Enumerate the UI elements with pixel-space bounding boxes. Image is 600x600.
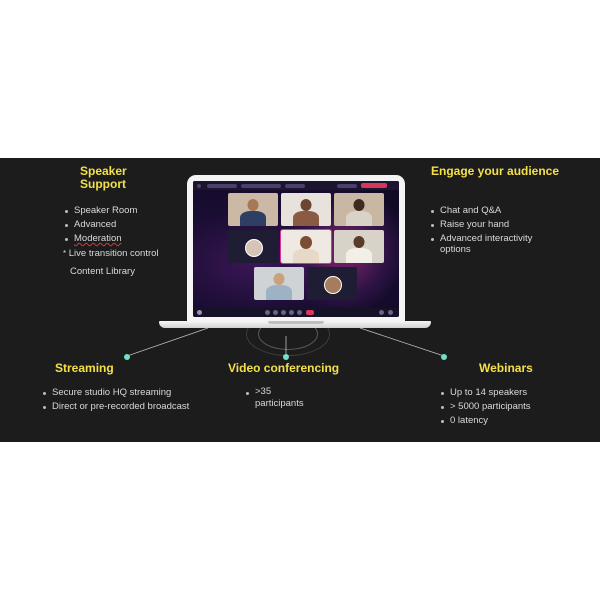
content-library-item: Content Library bbox=[70, 266, 135, 277]
list-item: participants bbox=[255, 398, 304, 409]
engage-audience-heading: Engage your audience bbox=[431, 164, 560, 178]
mic-icon bbox=[265, 310, 270, 315]
speaker-support-list: Speaker Room Advanced Moderation bbox=[64, 204, 137, 246]
top-bar-element bbox=[241, 183, 281, 188]
list-item: 0 latency bbox=[440, 414, 531, 428]
list-item: Moderation bbox=[64, 232, 137, 246]
share-icon bbox=[281, 310, 286, 315]
list-item: options bbox=[440, 244, 471, 255]
list-item-text: Moderation bbox=[74, 233, 122, 244]
engage-list: Chat and Q&A Raise your hand Advanced in… bbox=[430, 204, 532, 257]
list-item: > 5000 participants bbox=[440, 400, 531, 414]
people-icon bbox=[388, 310, 393, 315]
avatar bbox=[324, 275, 342, 294]
top-bar-element bbox=[197, 183, 201, 188]
chat-icon bbox=[379, 310, 384, 315]
webinars-heading: Webinars bbox=[479, 361, 533, 375]
list-item: Up to 14 speakers bbox=[440, 386, 531, 400]
laptop-icon bbox=[187, 175, 405, 321]
settings-icon bbox=[297, 310, 302, 315]
call-controls-bar bbox=[193, 308, 399, 317]
top-bar-element bbox=[207, 183, 237, 188]
list-item: Secure studio HQ streaming bbox=[42, 386, 189, 400]
list-item: Advanced interactivity bbox=[430, 232, 532, 246]
speaker-support-heading: Speaker Support bbox=[80, 164, 127, 191]
leave-icon bbox=[306, 310, 314, 315]
participant-video-tile bbox=[334, 193, 384, 226]
asterisk-bullet: * bbox=[63, 249, 67, 258]
live-transition-item: * Live transition control bbox=[63, 247, 159, 261]
leave-button bbox=[361, 183, 387, 188]
call-top-bar bbox=[193, 181, 399, 190]
list-item: Speaker Room bbox=[64, 204, 137, 218]
list-item-text: Live transition control bbox=[68, 248, 159, 259]
teal-dot-icon bbox=[441, 354, 447, 360]
laptop-notch bbox=[268, 321, 324, 324]
top-bar-element bbox=[337, 183, 357, 188]
list-item: Advanced bbox=[64, 218, 137, 232]
participant-avatar-tile bbox=[228, 230, 278, 263]
teal-dot-icon bbox=[124, 354, 130, 360]
list-item: Chat and Q&A bbox=[430, 204, 532, 218]
video-conferencing-list: >35 participants bbox=[245, 386, 304, 410]
list-item: Direct or pre-recorded broadcast bbox=[42, 400, 189, 414]
list-item: >35 bbox=[245, 386, 304, 398]
top-bar-element bbox=[285, 183, 305, 188]
participant-avatar-tile bbox=[307, 267, 357, 300]
active-speaker-tile bbox=[281, 230, 331, 263]
participant-video-tile bbox=[254, 267, 304, 300]
participant-video-tile bbox=[334, 230, 384, 263]
reaction-icon bbox=[289, 310, 294, 315]
camera-icon bbox=[273, 310, 278, 315]
connector-webinars bbox=[359, 327, 445, 357]
video-conferencing-heading: Video conferencing bbox=[228, 361, 340, 375]
streaming-list: Secure studio HQ streaming Direct or pre… bbox=[42, 386, 189, 414]
participant-video-tile bbox=[281, 193, 331, 226]
features-banner: Speaker Support Speaker Room Advanced Mo… bbox=[0, 158, 600, 442]
webinars-list: Up to 14 speakers > 5000 participants 0 … bbox=[440, 386, 531, 428]
connector-streaming bbox=[126, 327, 209, 357]
video-call-screen bbox=[193, 181, 399, 317]
list-item: Raise your hand bbox=[430, 218, 532, 232]
avatar bbox=[245, 238, 263, 257]
participant-video-tile bbox=[228, 193, 278, 226]
logo-icon bbox=[197, 310, 202, 315]
streaming-heading: Streaming bbox=[55, 361, 114, 375]
laptop-base bbox=[159, 321, 431, 328]
